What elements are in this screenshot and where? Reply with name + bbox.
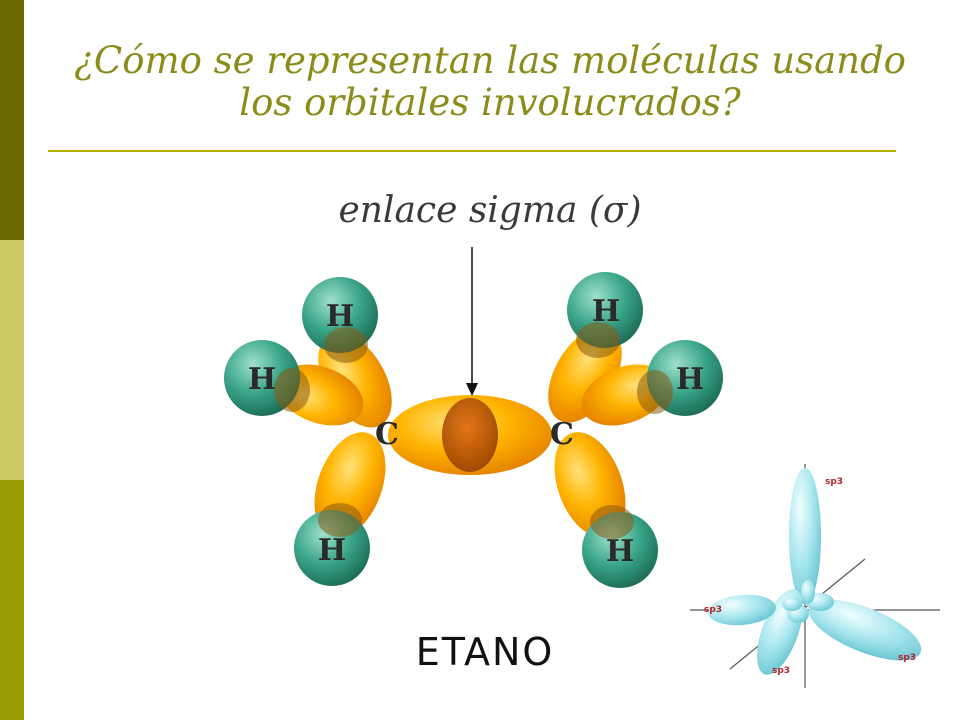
hydrogen-symbol: H xyxy=(676,362,704,397)
sidebar-top-block xyxy=(0,0,24,240)
sp3-lobe xyxy=(708,594,776,626)
title-divider xyxy=(48,150,896,152)
sp3-label: sp3 xyxy=(704,605,722,615)
sp3-lobe xyxy=(789,468,821,604)
sigma-overlap-region xyxy=(442,398,498,472)
sidebar-middle-block xyxy=(0,240,24,480)
sp3-orbital-inset: sp3 sp3 sp3 sp3 xyxy=(690,464,940,688)
sigma-pointer-arrowhead xyxy=(466,383,478,396)
carbon-symbol: C xyxy=(375,417,399,452)
sp3-label: sp3 xyxy=(772,666,790,676)
slide-title: ¿Cómo se representan las moléculas usand… xyxy=(74,39,906,124)
carbon-symbol: C xyxy=(550,417,574,452)
sp3-lobe xyxy=(808,599,922,661)
hydrogen-symbol: H xyxy=(606,534,634,569)
hydrogen-symbol: H xyxy=(248,362,276,397)
sp3-label: sp3 xyxy=(825,477,843,487)
sidebar-bottom-block xyxy=(0,480,24,720)
hydrogen-symbol: H xyxy=(318,533,346,568)
molecule-name: ETANO xyxy=(415,630,555,674)
hydrogen-symbol: H xyxy=(326,299,354,334)
h-orbital-overlaps xyxy=(274,322,673,539)
sp3-label: sp3 xyxy=(898,653,916,663)
sigma-bond-label: enlace sigma (σ) xyxy=(338,190,642,231)
hydrogen-symbol: H xyxy=(592,294,620,329)
